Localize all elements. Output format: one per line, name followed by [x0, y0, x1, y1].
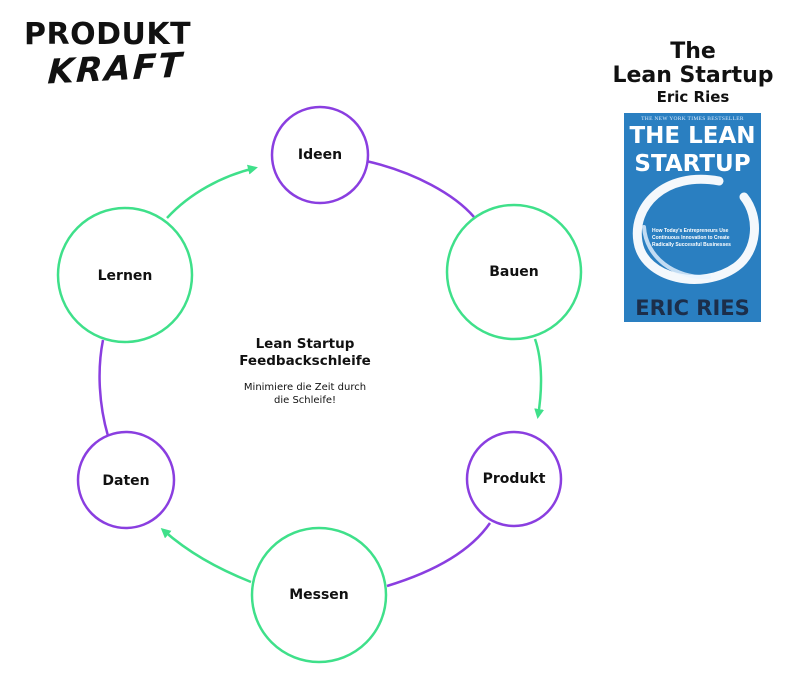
center-subtitle-line2: die Schleife!	[273, 395, 337, 406]
node-daten	[76, 430, 176, 530]
node-lernen-label: Lernen	[97, 268, 153, 284]
node-produkt-label: Produkt	[482, 471, 546, 487]
connector-ideen-bauen	[365, 159, 475, 218]
produktkraft-logo: PRODUKT KRAFT	[24, 17, 224, 93]
diagram-center-title: Lean Startup Feedbackschleife	[215, 336, 395, 370]
connector-produkt-messen	[386, 522, 492, 588]
center-title-line2: Feedbackschleife	[239, 353, 371, 369]
center-subtitle-line1: Minimiere die Zeit durch	[243, 382, 367, 393]
node-messen-label: Messen	[289, 587, 349, 603]
cover-title-line1: THE LEAN	[629, 123, 756, 149]
cover-brush-circle-icon	[632, 174, 759, 284]
connector-lernen-ideen-arrow	[166, 164, 258, 219]
cover-tagline: THE NEW YORK TIMES BESTSELLER	[641, 116, 744, 122]
center-title-line1: Lean Startup	[255, 336, 355, 352]
connector-bauen-produkt-arrow	[533, 338, 545, 419]
cover-author: ERIC RIES	[635, 296, 750, 320]
cover-blurb: How Today's Entrepreneurs Use Continuous…	[652, 228, 731, 248]
connector-messen-daten-arrow	[160, 528, 252, 584]
book-heading: The Lean Startup Eric Ries	[610, 39, 776, 107]
book-cover: THE NEW YORK TIMES BESTSELLER THE LEAN S…	[624, 113, 761, 322]
cover-title-line2: STARTUP	[634, 151, 751, 177]
book-title-line2: Lean Startup	[612, 63, 774, 88]
node-lernen	[56, 206, 194, 344]
node-bauen	[445, 203, 583, 341]
node-ideen	[270, 105, 370, 205]
connector-daten-lernen	[98, 339, 110, 437]
node-daten-label: Daten	[102, 473, 150, 489]
node-produkt	[465, 430, 563, 528]
book-author: Eric Ries	[656, 88, 730, 106]
diagram-center-subtitle: Minimiere die Zeit durch die Schleife!	[235, 381, 375, 407]
node-ideen-label: Ideen	[297, 147, 343, 163]
node-messen	[250, 526, 388, 664]
logo-line1: PRODUKT	[24, 17, 192, 52]
book-title-line1: The	[670, 39, 716, 64]
node-bauen-label: Bauen	[489, 264, 539, 280]
